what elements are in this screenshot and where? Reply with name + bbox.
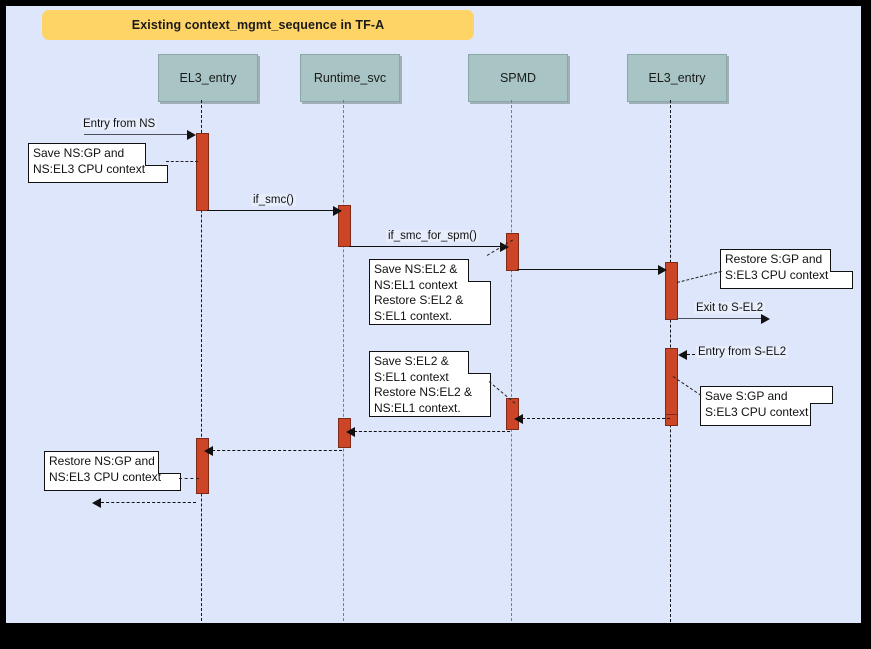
activation-el3-entry-s-1 bbox=[665, 262, 678, 320]
message-label-exit-to-s-el2: Exit to S-EL2 bbox=[694, 302, 766, 314]
lifeline-header-spmd[interactable]: SPMD bbox=[468, 54, 568, 102]
lifeline-spmd bbox=[511, 100, 512, 623]
diagram-title-banner: Existing context_mgmt_sequence in TF-A bbox=[42, 10, 474, 40]
note-restore-ns-gp: Restore NS:GP and NS:EL3 CPU context bbox=[44, 451, 181, 491]
note-fold-icon bbox=[830, 249, 853, 272]
note-restore-s-gp: Restore S:GP and S:EL3 CPU context bbox=[720, 249, 853, 289]
message-line-return-to-ns bbox=[101, 502, 196, 503]
lifeline-label: EL3_entry bbox=[179, 71, 237, 85]
activation-el3-entry-s-2 bbox=[665, 348, 678, 416]
arrow-head-if-smc-icon bbox=[333, 206, 342, 216]
message-label-if-smc: if_smc() bbox=[251, 194, 296, 206]
arrow-head-return-to-spmd-icon bbox=[514, 414, 523, 424]
message-line-if-smc bbox=[207, 210, 341, 211]
note-save-s-el2: Save S:EL2 & S:EL1 context Restore NS:EL… bbox=[369, 351, 491, 417]
message-line-spmd-to-el3-entry-s bbox=[517, 269, 665, 270]
message-line-exit-to-s-el2 bbox=[676, 318, 766, 319]
arrow-head-if-smc-for-spm-icon bbox=[500, 242, 509, 252]
arrow-head-return-to-ns-icon bbox=[92, 498, 101, 508]
arrow-head-exit-to-s-el2-icon bbox=[761, 314, 770, 324]
note-link-n3 bbox=[676, 270, 722, 283]
message-label-entry-from-ns: Entry from NS bbox=[81, 118, 158, 130]
note-fold-icon bbox=[158, 451, 181, 474]
message-line-return-to-spmd bbox=[522, 418, 670, 419]
lifeline-header-el3-entry-s[interactable]: EL3_entry bbox=[627, 54, 727, 102]
note-fold-icon bbox=[468, 351, 491, 374]
note-save-ns-el2: Save NS:EL2 & NS:EL1 context Restore S:E… bbox=[369, 259, 491, 325]
arrow-head-spmd-to-el3-entry-s-icon bbox=[658, 265, 667, 275]
diagram-canvas: Existing context_mgmt_sequence in TF-A E… bbox=[6, 6, 861, 623]
arrow-head-entry-from-s-el2-icon bbox=[678, 350, 687, 360]
note-link-n1 bbox=[166, 161, 198, 162]
note-link-n6 bbox=[179, 478, 199, 479]
lifeline-runtime-svc bbox=[343, 100, 344, 623]
lifeline-el3-entry-ns bbox=[201, 100, 202, 623]
lifeline-label: Runtime_svc bbox=[313, 71, 387, 85]
message-line-return-to-runtime-svc bbox=[354, 431, 510, 432]
arrow-head-entry-from-ns-icon bbox=[187, 130, 196, 140]
message-label-entry-from-s-el2: Entry from S-EL2 bbox=[696, 346, 789, 358]
lifeline-label: SPMD bbox=[499, 71, 537, 85]
activation-el3-entry-s-3 bbox=[665, 414, 678, 426]
activation-el3-entry-ns-1 bbox=[196, 133, 209, 211]
note-save-s-gp: Save S:GP and S:EL3 CPU context bbox=[700, 386, 833, 426]
note-fold-icon bbox=[810, 403, 833, 426]
lifeline-header-runtime-svc[interactable]: Runtime_svc bbox=[300, 54, 400, 102]
message-line-return-to-el3-entry-ns bbox=[212, 450, 342, 451]
arrow-head-return-to-runtime-svc-icon bbox=[346, 427, 355, 437]
activation-spmd-1 bbox=[506, 233, 519, 271]
arrow-head-return-to-el3-entry-ns-icon bbox=[204, 446, 213, 456]
page-title: Existing context_mgmt_sequence in TF-A bbox=[131, 18, 385, 32]
note-save-ns-gp: Save NS:GP and NS:EL3 CPU context bbox=[28, 143, 168, 183]
note-fold-icon bbox=[145, 143, 168, 166]
lifeline-label: EL3_entry bbox=[648, 71, 706, 85]
lifeline-header-el3-entry-ns[interactable]: EL3_entry bbox=[158, 54, 258, 102]
message-line-entry-from-ns bbox=[84, 134, 192, 135]
message-label-if-smc-for-spm: if_smc_for_spm() bbox=[386, 230, 479, 242]
note-fold-icon bbox=[468, 259, 491, 282]
message-line-if-smc-for-spm bbox=[349, 246, 506, 247]
